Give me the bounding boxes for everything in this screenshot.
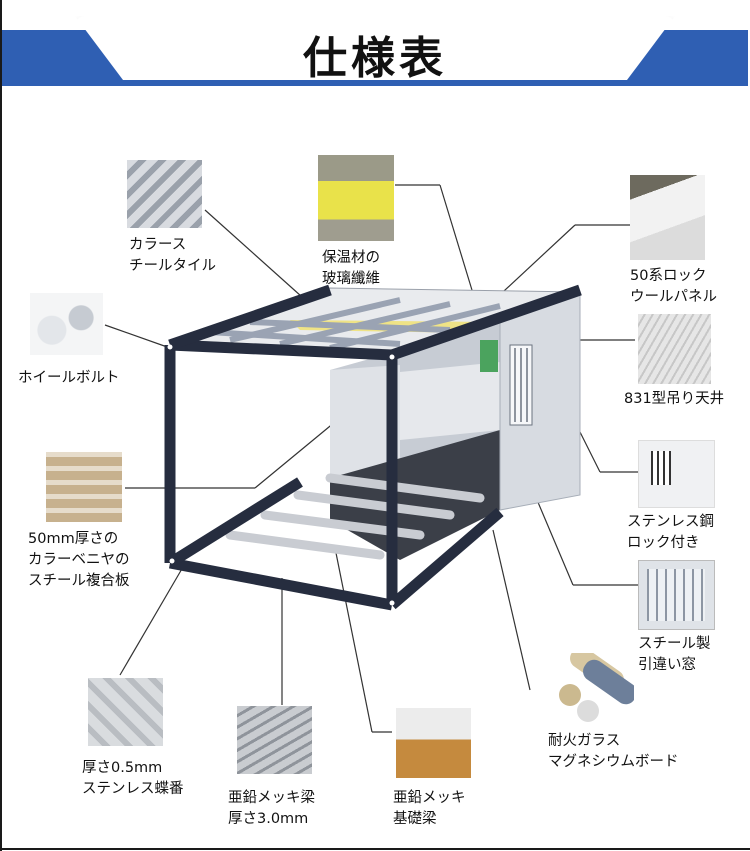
mgo-board-photo	[552, 653, 634, 723]
wheel-bolt-photo	[30, 293, 103, 355]
frame-border-bottom	[0, 848, 750, 850]
label-galvanized-beam: 亜鉛メッキ梁 厚さ3.0mm	[228, 790, 315, 827]
title-plate	[75, 16, 675, 80]
label-glass-wool: 保温材の 玻璃纖維	[322, 250, 380, 287]
label-rockwool-panel: 50系ロック ウールパネル	[630, 268, 717, 305]
label-sliding-window: スチール製 引違い窓	[638, 636, 711, 673]
glass-wool-photo	[318, 155, 394, 241]
frame-border-left	[0, 0, 2, 851]
sliding-window-photo	[638, 560, 715, 630]
wall-panel-photo	[46, 452, 122, 522]
page-title: 仕様表	[303, 33, 447, 84]
rockwool-panel-photo	[630, 175, 705, 260]
foundation-beam-photo	[396, 708, 471, 778]
steel-lock-photo	[638, 440, 715, 508]
label-ceiling: 831型吊り天井	[624, 391, 725, 407]
label-hinge: 厚さ0.5mm ステンレス蝶番	[82, 760, 184, 797]
hinge-photo	[88, 678, 163, 746]
label-steel-lock: ステンレス鋼 ロック付き	[627, 514, 714, 551]
galvanized-beam-photo	[237, 706, 312, 774]
label-foundation-beam: 亜鉛メッキ 基礎梁	[393, 790, 466, 827]
label-color-steel-tile: カラース チールタイル	[129, 237, 216, 274]
ceiling-photo	[638, 314, 711, 384]
label-mgo-board: 耐火ガラス マグネシウムボード	[548, 733, 679, 770]
label-wall-panel: 50mm厚さの カラーベニヤの スチール複合板	[28, 531, 130, 589]
color-steel-tile-photo	[127, 160, 202, 228]
label-wheel-bolt: ホイールボルト	[18, 370, 120, 386]
